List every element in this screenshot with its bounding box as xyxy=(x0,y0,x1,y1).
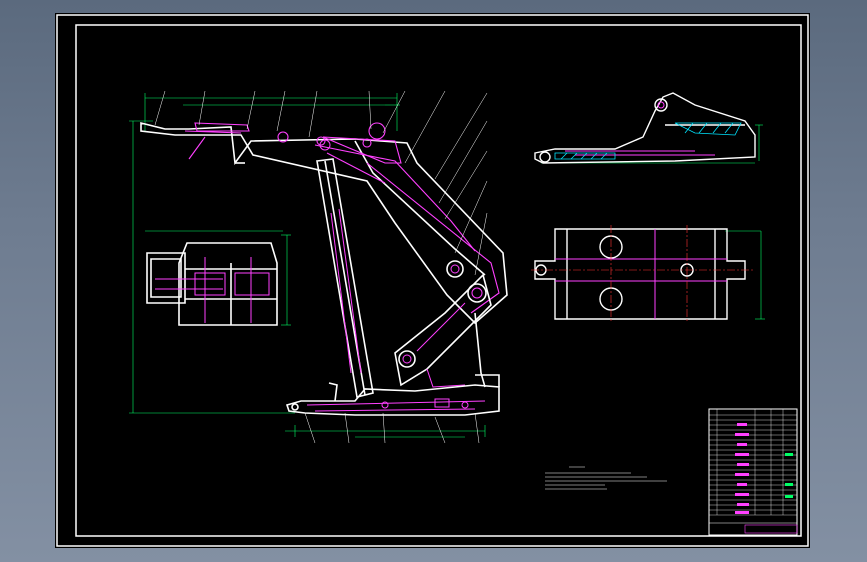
lower-strut xyxy=(394,260,492,388)
hatched-section xyxy=(554,122,742,160)
lift-cylinder xyxy=(316,158,374,398)
inner-frame xyxy=(75,24,802,537)
parts-list-text-marks xyxy=(735,423,749,514)
parts-list-marks-green xyxy=(785,453,793,498)
side-detail-view xyxy=(534,92,763,164)
drawing-sheet xyxy=(55,13,810,548)
parts-list-rows xyxy=(709,409,797,516)
main-dimensions xyxy=(129,93,486,438)
lift-cylinder-hidden xyxy=(319,139,362,374)
outer-border xyxy=(56,14,809,547)
cad-canvas xyxy=(56,14,809,547)
upper-boom-hidden xyxy=(184,122,500,314)
parts-list-title-block xyxy=(708,408,798,536)
technical-notes xyxy=(545,466,667,490)
plan-detail-view xyxy=(531,225,765,323)
main-elevation-view xyxy=(129,90,508,444)
lower-strut-hidden xyxy=(402,264,483,388)
leader-lines xyxy=(154,90,488,444)
center-lines xyxy=(531,225,755,323)
base-frame-hidden xyxy=(306,398,486,412)
end-view xyxy=(145,230,291,326)
